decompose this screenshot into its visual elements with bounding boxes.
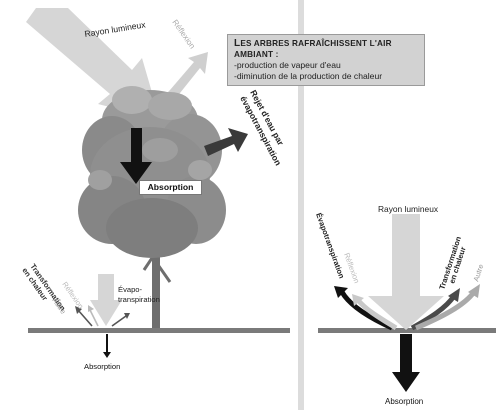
legend-heading: LES ARBRES RAFRAÎCHISSENT L'AIR AMBIANT … <box>234 38 392 59</box>
ground-left <box>28 328 290 333</box>
absorption-arrow-right <box>392 334 420 392</box>
reflection-arrow-top <box>168 52 208 98</box>
reflection-top-label: Réflexion <box>170 18 197 50</box>
evapo-ground-label-1: Évapo- <box>118 285 143 294</box>
legend-line-1: -production de vapeur d'eau <box>234 60 341 70</box>
evapo-arrow-ground <box>111 315 127 327</box>
reflection-label-right: Réflexion <box>342 252 361 285</box>
ground-light-arrow <box>90 274 122 326</box>
legend-line-2: -diminution de la production de chaleur <box>234 71 383 81</box>
evapo-label-right: Évapotranspiration <box>314 212 346 280</box>
reflection-arrow-right <box>356 298 398 331</box>
reflection-arrow-ground <box>89 309 99 327</box>
panel-divider <box>298 0 304 410</box>
legend-box: LES ARBRES RAFRAÎCHISSENT L'AIR AMBIANT … <box>227 34 425 86</box>
absorption-tree-label: Absorption <box>139 180 202 195</box>
ground-right <box>318 328 496 333</box>
evapo-ground-label-2: transpiration <box>118 295 160 304</box>
light-ray-label-right: Rayon lumineux <box>378 204 439 214</box>
light-ray-arrow-right <box>368 214 444 330</box>
heat-arrow-ground <box>77 309 93 327</box>
evapo-release-arrow <box>204 128 248 156</box>
absorption-arrow-tree <box>120 128 152 184</box>
other-label-right: Autre <box>471 263 485 283</box>
absorption-arrow-ground <box>103 334 111 358</box>
absorption-ground-label: Absorption <box>84 362 120 371</box>
evapo-arrow-right <box>339 290 394 331</box>
other-arrow-right <box>415 290 477 331</box>
light-ray-label: Rayon lumineux <box>84 19 147 39</box>
absorption-label-right: Absorption <box>385 397 423 406</box>
other-ground-label: Autre <box>50 296 68 316</box>
